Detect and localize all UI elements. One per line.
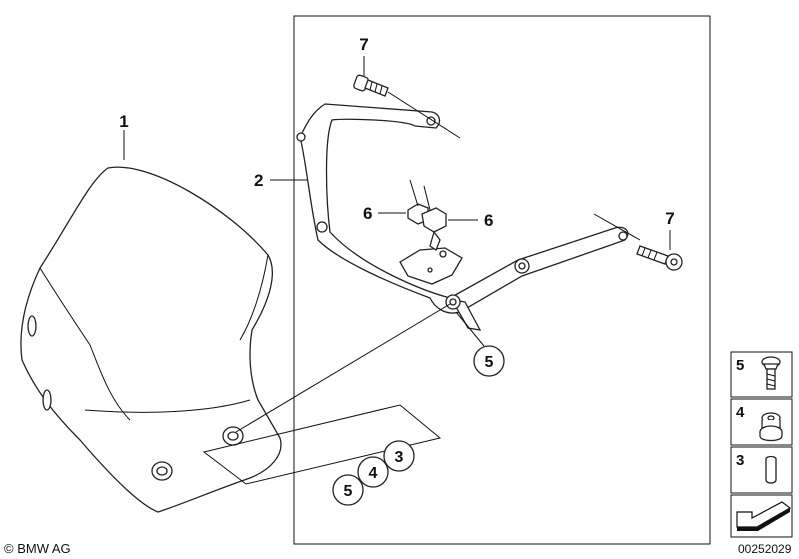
circled-callout-group-a: 5 bbox=[332, 474, 364, 506]
callout-bracket: 2 bbox=[254, 171, 263, 190]
screw-part bbox=[636, 245, 683, 271]
bracket-hole bbox=[439, 250, 447, 258]
bracket-hole bbox=[618, 231, 628, 241]
legend: 5 4 3 bbox=[730, 351, 793, 538]
grommet-icon bbox=[759, 412, 783, 442]
bracket-hole bbox=[427, 267, 433, 273]
bracket-hole bbox=[316, 221, 328, 233]
parts-group-outline bbox=[202, 404, 442, 485]
circled-callout-group-b: 4 bbox=[357, 456, 389, 488]
svg-text:5: 5 bbox=[485, 354, 494, 371]
svg-text:3: 3 bbox=[736, 452, 744, 469]
sleeve-icon bbox=[765, 455, 777, 484]
windscreen-hole bbox=[42, 389, 52, 411]
screw-icon bbox=[761, 356, 781, 390]
svg-text:4: 4 bbox=[369, 465, 378, 482]
legend-box-grommet bbox=[730, 398, 793, 446]
bracket-part bbox=[296, 103, 629, 331]
svg-text:5: 5 bbox=[344, 483, 353, 500]
copyright-text: © BMW AG bbox=[4, 541, 71, 556]
svg-text:4: 4 bbox=[736, 404, 745, 421]
assembly-frame bbox=[293, 15, 711, 545]
callout-clip-left: 6 bbox=[363, 204, 372, 223]
callout-clip-right: 6 bbox=[484, 211, 493, 230]
windscreen-hole bbox=[27, 315, 37, 337]
arrow-icon bbox=[736, 501, 792, 531]
svg-text:5: 5 bbox=[736, 357, 744, 374]
callout-windscreen: 1 bbox=[119, 112, 128, 131]
svg-text:3: 3 bbox=[395, 449, 404, 466]
bracket-hole bbox=[426, 116, 436, 126]
callout-screw-right: 7 bbox=[665, 209, 674, 228]
legend-box-sleeve bbox=[730, 446, 793, 494]
screw-part bbox=[353, 74, 389, 97]
diagram-code: 00252029 bbox=[738, 542, 792, 556]
bracket-hole bbox=[296, 132, 306, 142]
circled-callout-main: 5 bbox=[473, 345, 505, 377]
legend-box-arrow bbox=[730, 494, 793, 538]
clip-part bbox=[407, 203, 447, 251]
circled-callout-group-c: 3 bbox=[383, 440, 415, 472]
windscreen-part bbox=[20, 166, 282, 513]
legend-box-screw bbox=[730, 351, 793, 398]
callout-screw-top: 7 bbox=[359, 35, 368, 54]
